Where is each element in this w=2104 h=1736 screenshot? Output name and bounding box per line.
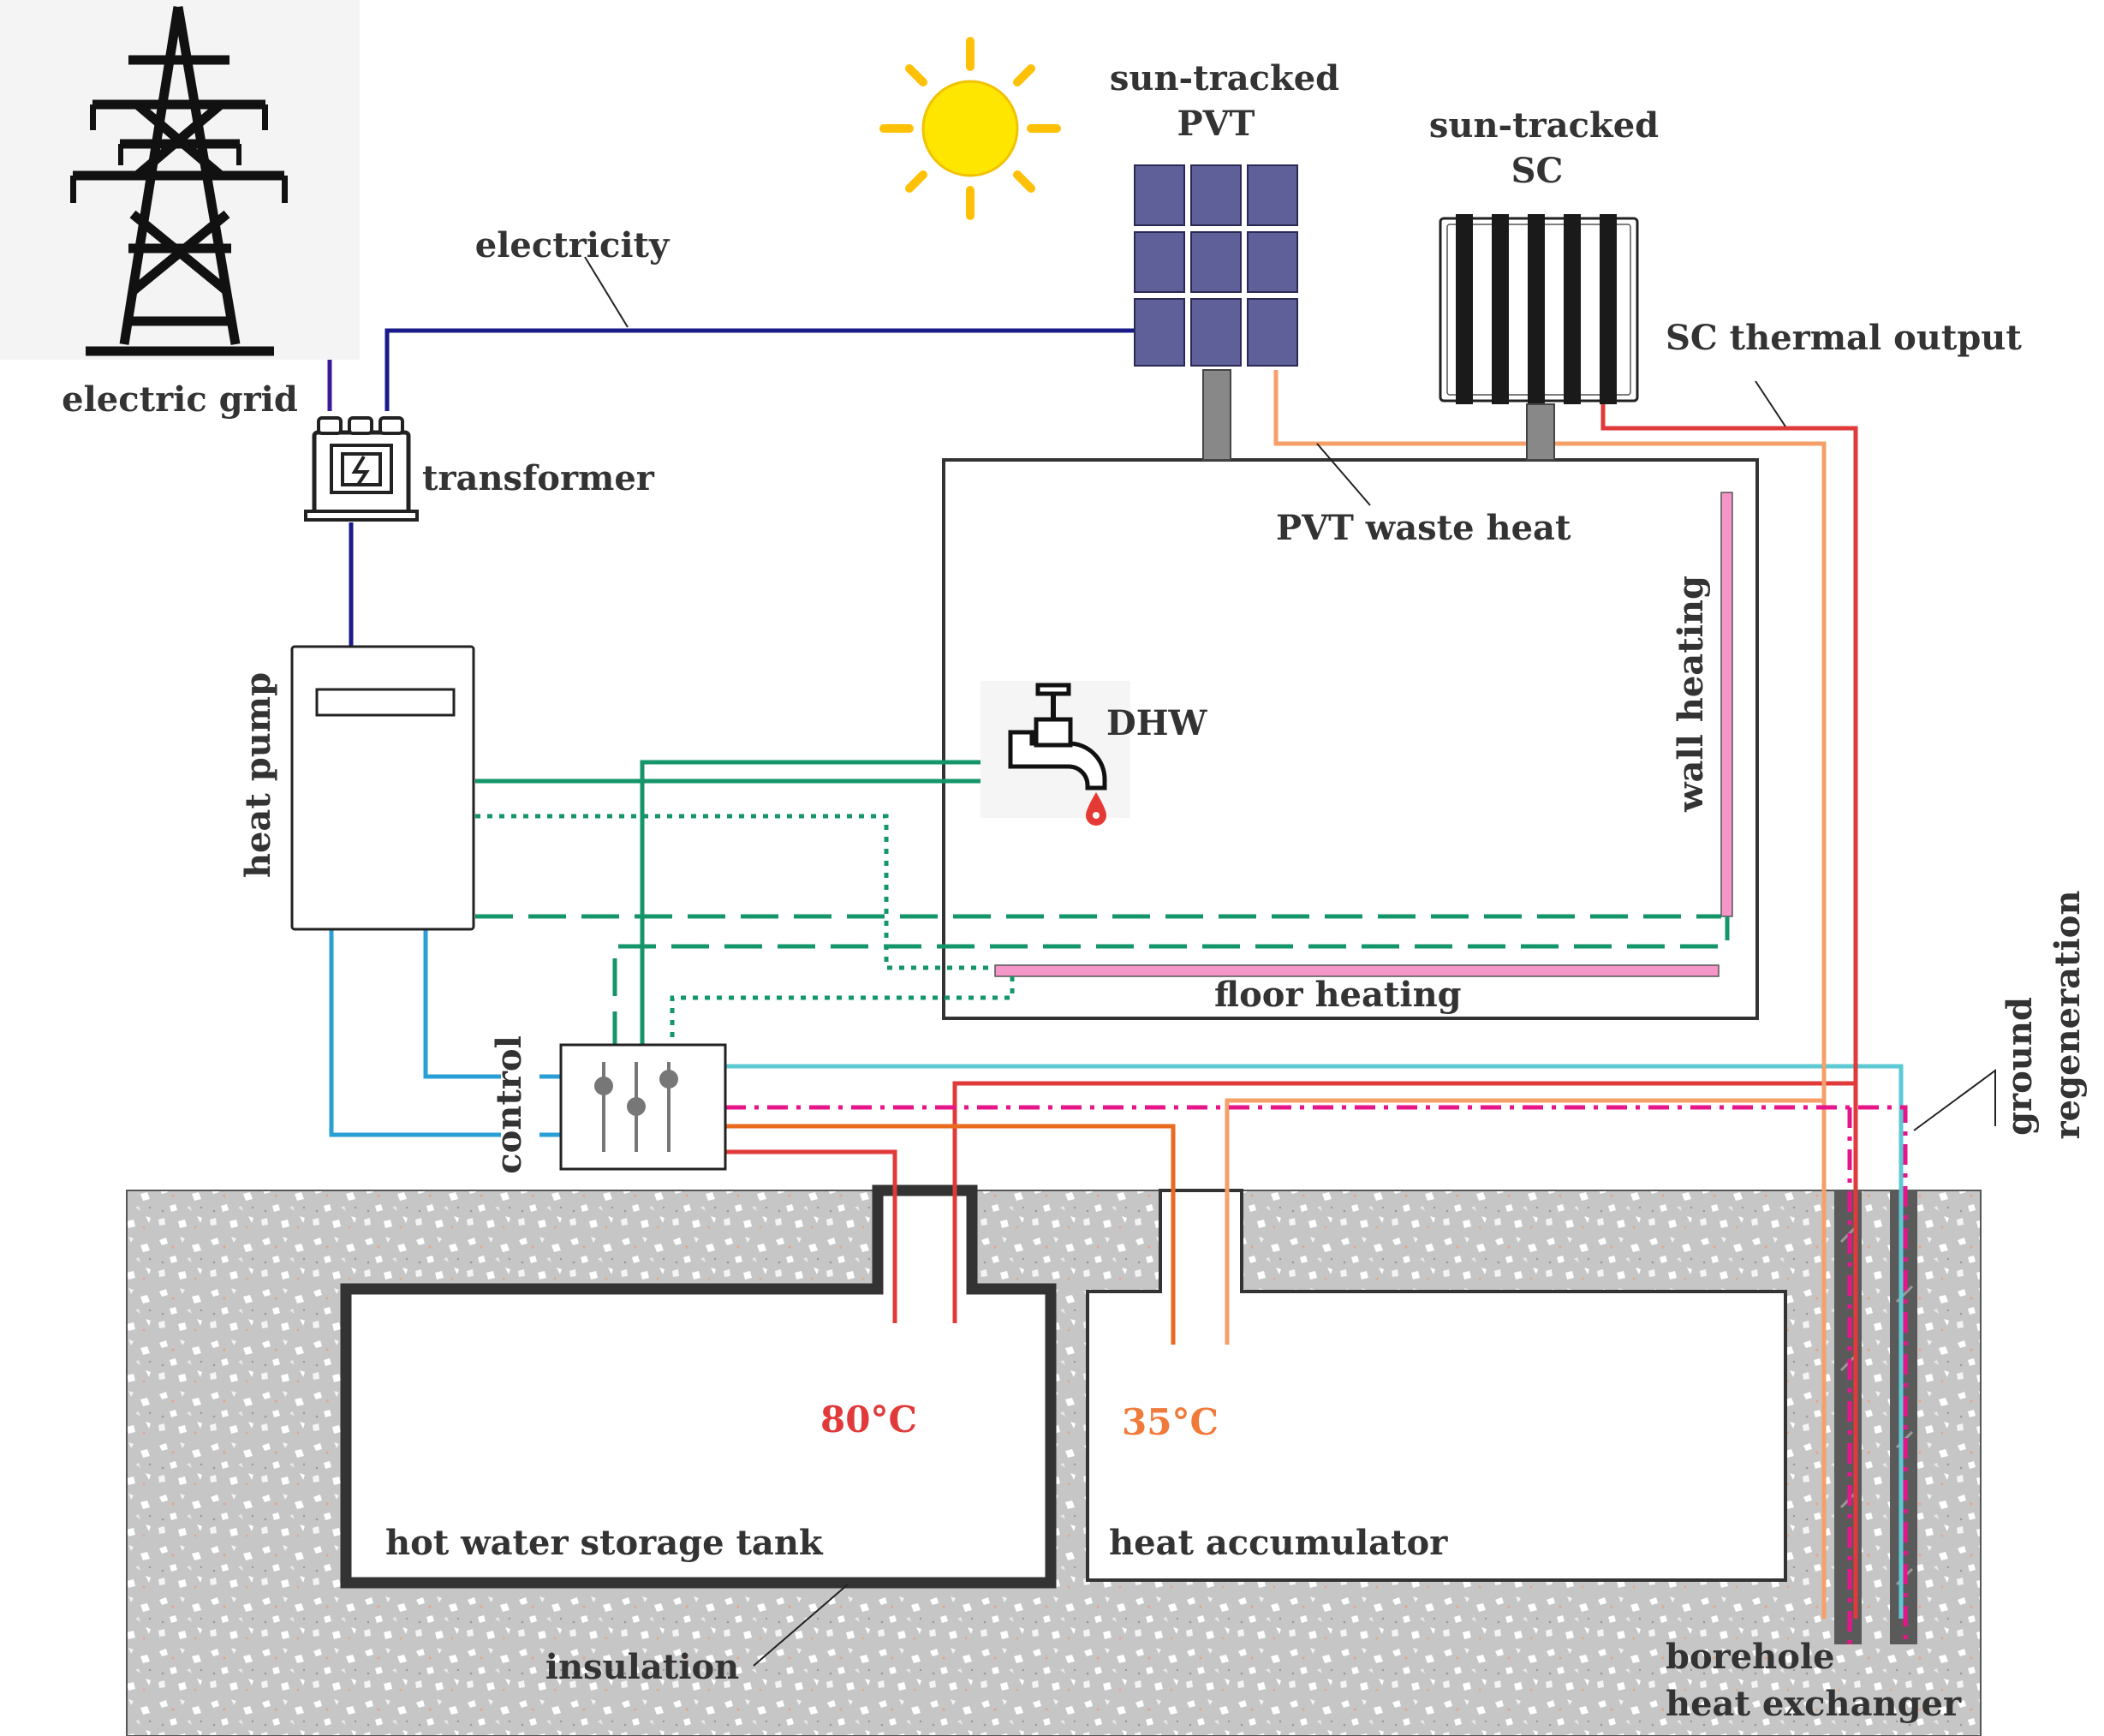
- pvt-panel: [1134, 164, 1298, 367]
- wall-heating-label: wall heating: [1671, 576, 1711, 813]
- regeneration-label: regeneration: [2047, 891, 2088, 1140]
- electric-grid-label: electric grid: [62, 379, 298, 420]
- wall-heating-panel: [1720, 492, 1733, 917]
- wall-heating-control-line: [612, 916, 1730, 1049]
- dhw-label: DHW: [1106, 703, 1207, 743]
- warm-temp-label: 35°C: [1122, 1401, 1219, 1443]
- ground-regeneration-line: [725, 1064, 1904, 1619]
- accumulator-return-line: [1225, 1098, 1824, 1345]
- hot-water-storage-tank-label: hot water storage tank: [385, 1523, 824, 1563]
- floor-heating-control-line: [670, 974, 1015, 1049]
- pvt-waste-heat-label: PVT waste heat: [1276, 508, 1571, 548]
- hot-temp-label: 80°C: [820, 1399, 917, 1441]
- borehole-label-line2: heat exchanger: [1666, 1684, 1962, 1724]
- faucet-icon: [980, 681, 1130, 826]
- hot-water-storage-tank: [340, 1184, 1057, 1589]
- sc-collector: [1439, 214, 1639, 404]
- dhw-branch-line: [640, 760, 1010, 1049]
- borehole-label-line1: borehole: [1666, 1637, 1835, 1677]
- tower-insulators-icon: [70, 104, 288, 203]
- pvt-label-line2: PVT: [1177, 104, 1255, 144]
- heat-pump-unit: [290, 645, 475, 931]
- sc-label-line2: SC: [1511, 151, 1564, 191]
- electricity-label: electricity: [475, 225, 671, 265]
- electric-tower-icon: [73, 6, 284, 356]
- pvt-label-line1: sun-tracked: [1110, 58, 1339, 98]
- sc-label-line1: sun-tracked: [1429, 105, 1659, 146]
- floor-heating-supply-line: [475, 814, 995, 970]
- water-drop-icon: [1086, 792, 1106, 826]
- accumulator-feed-line: [725, 1124, 1176, 1345]
- control-label: control: [489, 1035, 529, 1174]
- electricity-line: [384, 328, 1135, 411]
- leader-lines: [584, 256, 1996, 1667]
- heat-accumulator: [1086, 1189, 1787, 1582]
- sc-stand: [1526, 403, 1555, 461]
- control-knob-2: [627, 1097, 646, 1116]
- borehole-loop-line: [725, 1105, 1908, 1644]
- control-knob-1: [594, 1077, 613, 1095]
- transformer-label: transformer: [422, 458, 655, 498]
- control-knob-3: [659, 1070, 678, 1089]
- sc-thermal-output-label: SC thermal output: [1666, 318, 2022, 358]
- sc-thermal-output-line: [1600, 401, 1858, 1619]
- dhw-supply-line: [475, 767, 1013, 784]
- insulation-label: insulation: [545, 1647, 739, 1687]
- pvt-stand: [1202, 369, 1231, 461]
- heatpump-source-lines: [329, 929, 561, 1137]
- floor-heating-label: floor heating: [1214, 975, 1462, 1015]
- ground-label: ground: [2000, 997, 2040, 1136]
- heat-accumulator-label: heat accumulator: [1109, 1523, 1448, 1563]
- sun-icon: [879, 37, 1061, 220]
- heat-pump-label: heat pump: [238, 672, 278, 878]
- control-unit: [559, 1043, 727, 1171]
- sc-return-line: [952, 1081, 1856, 1323]
- transformer-icon: [304, 416, 419, 522]
- hot-tank-feed-line: [725, 1149, 897, 1323]
- floor-heating-panel: [994, 964, 1720, 977]
